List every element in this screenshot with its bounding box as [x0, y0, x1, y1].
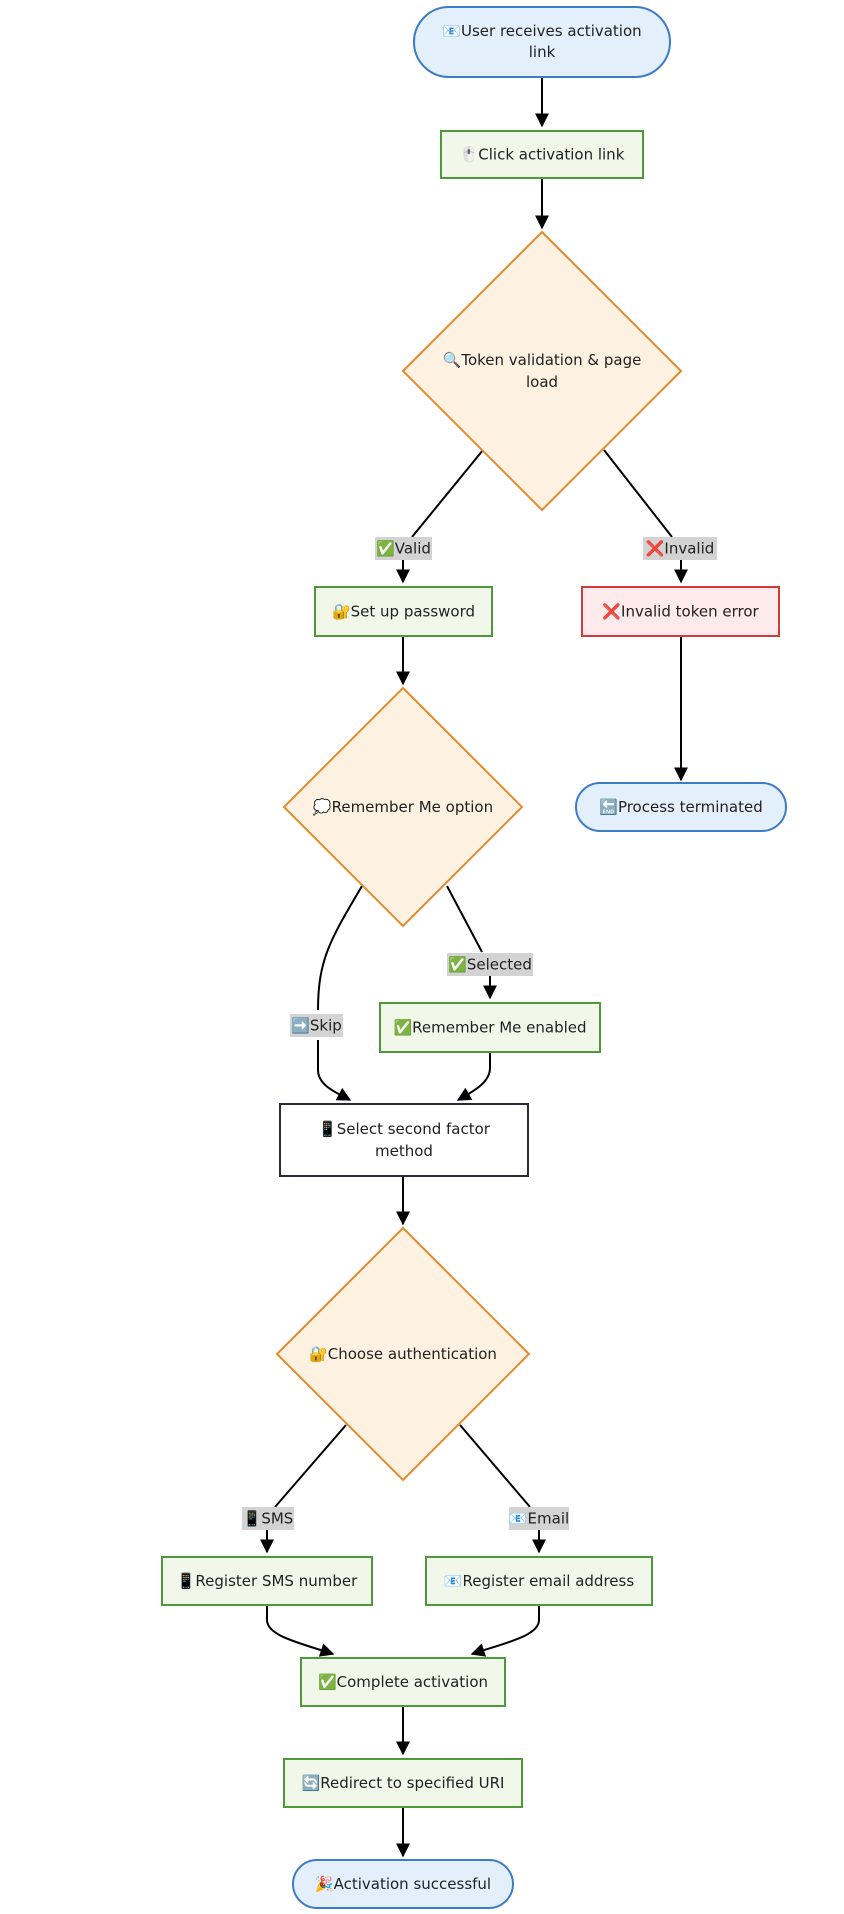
edge-label-skip: ➡️Skip — [290, 1014, 343, 1037]
mouse-icon: 🖱️ — [460, 146, 479, 164]
edge-remember-to-skip — [317, 885, 363, 1011]
node-select-second-factor: 📱Select second factor method — [279, 1103, 529, 1177]
node-complete-activation: ✅Complete activation — [300, 1657, 506, 1707]
edge-labels: ✅Valid ❌Invalid ✅Selected ➡️Skip 📱SMS 📧E… — [242, 537, 717, 1530]
cross-icon: ❌ — [602, 603, 621, 621]
svg-text:🔐Choose authentication: 🔐Choose authentication — [309, 1345, 497, 1363]
edges — [260, 77, 688, 1858]
node-user-receives-link: 📧User receives activation link — [413, 6, 671, 78]
email-icon: 📧 — [444, 1572, 463, 1590]
email-icon: 📧 — [509, 1510, 528, 1528]
edge-label-sms: 📱SMS — [242, 1507, 294, 1530]
arrow-right-icon: ➡️ — [291, 1017, 310, 1035]
email-icon: 📧 — [442, 22, 461, 40]
lock-icon: 🔐 — [309, 1345, 328, 1363]
node-invalid-token-error: ❌Invalid token error — [581, 586, 780, 637]
edge-email-to-complete — [470, 1605, 540, 1657]
node-register-email-address: 📧Register email address — [425, 1556, 653, 1606]
node-activation-successful: 🎉Activation successful — [292, 1859, 514, 1909]
svg-text:🔍Token validation & page: 🔍Token validation & page — [443, 350, 642, 369]
edge-choose-to-email — [459, 1424, 531, 1508]
node-redirect-to-uri: 🔄Redirect to specified URI — [283, 1758, 523, 1808]
svg-text:link: link — [529, 43, 556, 61]
svg-text:🖱️Click activation link: 🖱️Click activation link — [460, 146, 625, 164]
edge-token-to-valid — [411, 449, 484, 538]
svg-text:💭Remember Me option: 💭Remember Me option — [313, 797, 493, 816]
svg-text:📧Register email address: 📧Register email address — [444, 1572, 634, 1590]
svg-text:method: method — [375, 1142, 433, 1160]
check-icon: ✅ — [318, 1673, 337, 1691]
svg-text:load: load — [526, 373, 558, 391]
edge-label-invalid: ❌Invalid — [643, 537, 717, 560]
decision-choose-authentication: 🔐Choose authentication — [275, 1226, 531, 1482]
phone-icon: 📱 — [177, 1572, 196, 1590]
svg-text:✅Remember Me enabled: ✅Remember Me enabled — [393, 1019, 586, 1037]
svg-text:📱Register SMS number: 📱Register SMS number — [177, 1572, 358, 1590]
check-icon: ✅ — [376, 540, 395, 558]
decision-token-validation: 🔍Token validation & page load — [401, 230, 683, 512]
edge-label-selected: ✅Selected — [447, 953, 533, 976]
party-popper-icon: 🎉 — [315, 1875, 334, 1893]
edge-label-email: 📧Email — [509, 1507, 569, 1530]
svg-text:📧Email: 📧Email — [509, 1510, 569, 1528]
svg-text:📧User receives activation: 📧User receives activation — [442, 22, 641, 40]
svg-text:❌Invalid: ❌Invalid — [646, 540, 715, 558]
edge-label-valid: ✅Valid — [375, 537, 432, 560]
svg-text:✅Complete activation: ✅Complete activation — [318, 1673, 488, 1691]
magnifier-icon: 🔍 — [443, 350, 462, 369]
phone-icon: 📱 — [318, 1120, 337, 1138]
svg-text:➡️Skip: ➡️Skip — [291, 1017, 342, 1035]
svg-text:🔐Set up password: 🔐Set up password — [332, 603, 475, 621]
edge-remember-to-selected — [446, 885, 483, 953]
edge-token-to-invalid — [603, 449, 673, 538]
nodes: 📧User receives activation link 🖱️Click a… — [161, 6, 787, 1909]
edge-choose-to-sms — [274, 1424, 347, 1508]
lock-icon: 🔐 — [332, 603, 351, 621]
svg-text:📱SMS: 📱SMS — [243, 1510, 294, 1528]
decision-remember-me-option: 💭Remember Me option — [282, 686, 524, 928]
node-set-up-password: 🔐Set up password — [314, 586, 493, 637]
edge-enabled-to-second-factor — [456, 1052, 491, 1101]
svg-text:✅Valid: ✅Valid — [376, 540, 431, 558]
node-process-terminated: 🔚Process terminated — [575, 782, 787, 832]
svg-text:🔄Redirect to specified URI: 🔄Redirect to specified URI — [302, 1774, 505, 1792]
end-icon: 🔚 — [599, 798, 618, 816]
svg-text:🎉Activation successful: 🎉Activation successful — [315, 1875, 491, 1893]
node-click-activation-link: 🖱️Click activation link — [440, 130, 644, 179]
svg-text:❌Invalid token error: ❌Invalid token error — [602, 603, 759, 621]
svg-text:✅Selected: ✅Selected — [448, 956, 532, 974]
phone-icon: 📱 — [243, 1510, 262, 1528]
thought-bubble-icon: 💭 — [313, 797, 332, 816]
check-icon: ✅ — [448, 956, 467, 974]
svg-text:📱Select second factor: 📱Select second factor — [318, 1120, 491, 1138]
edge-skip-to-second-factor — [317, 1040, 352, 1101]
svg-text:🔚Process terminated: 🔚Process terminated — [599, 798, 762, 816]
node-remember-me-enabled: ✅Remember Me enabled — [379, 1002, 601, 1053]
refresh-icon: 🔄 — [302, 1774, 321, 1792]
node-register-sms-number: 📱Register SMS number — [161, 1556, 373, 1606]
cross-icon: ❌ — [646, 540, 665, 558]
check-icon: ✅ — [393, 1019, 412, 1037]
edge-sms-to-complete — [266, 1605, 335, 1657]
